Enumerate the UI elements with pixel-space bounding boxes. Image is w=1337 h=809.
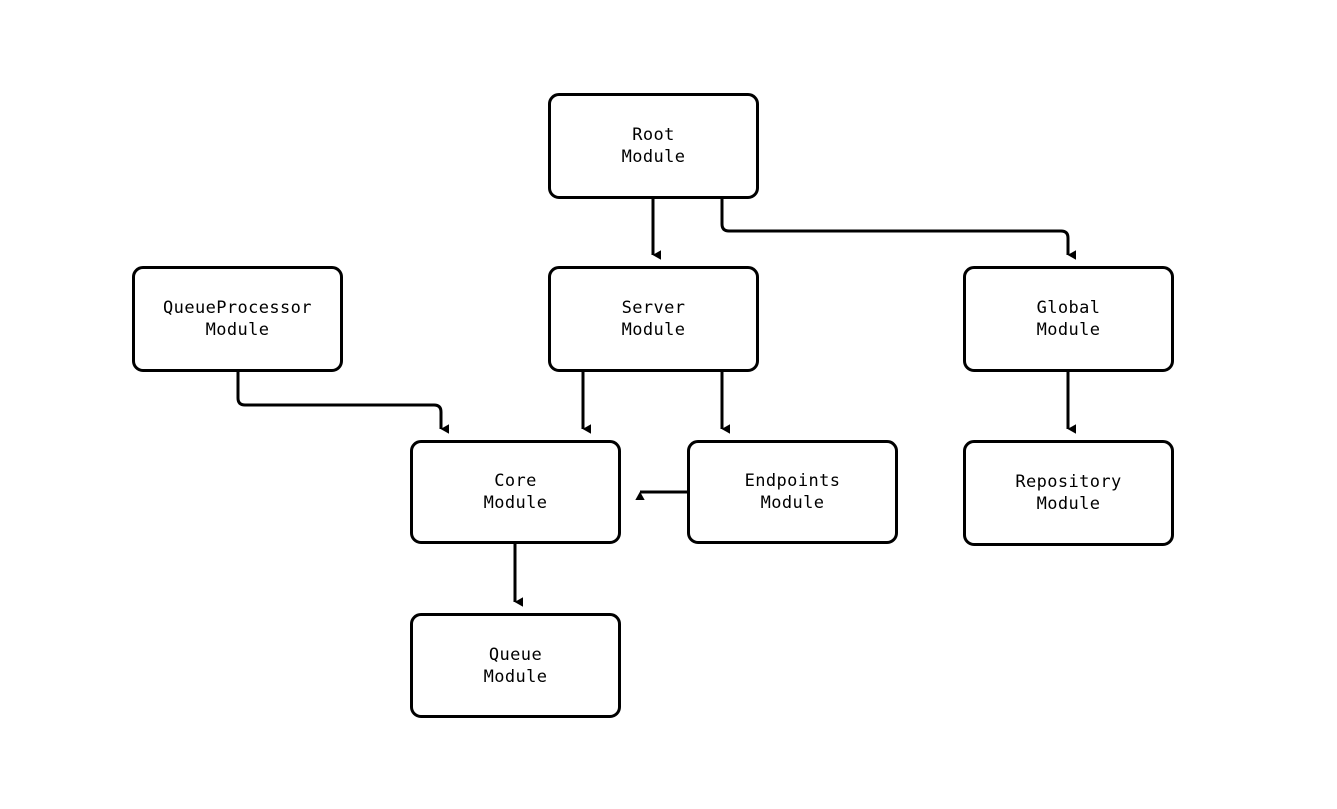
node-endpoints-label: Endpoints Module [744, 471, 841, 513]
node-queueprocessor-label: QueueProcessor Module [163, 298, 312, 340]
node-core[interactable]: Core Module [410, 440, 621, 544]
node-queue[interactable]: Queue Module [410, 613, 621, 718]
node-global-label: Global Module [1036, 298, 1101, 340]
node-server-label: Server Module [621, 298, 686, 340]
node-queue-label: Queue Module [483, 644, 548, 687]
node-server[interactable]: Server Module [548, 266, 759, 372]
node-queueprocessor[interactable]: QueueProcessor Module [132, 266, 343, 372]
node-global[interactable]: Global Module [963, 266, 1174, 372]
node-root-label: Root Module [621, 125, 686, 167]
node-core-label: Core Module [483, 471, 548, 513]
edge-queueprocessor-to-core [236, 372, 450, 434]
node-repository-label: Repository Module [1015, 472, 1122, 514]
node-root[interactable]: Root Module [548, 93, 759, 199]
edge-root-to-global [720, 199, 1077, 260]
node-repository[interactable]: Repository Module [963, 440, 1174, 546]
node-endpoints[interactable]: Endpoints Module [687, 440, 898, 544]
